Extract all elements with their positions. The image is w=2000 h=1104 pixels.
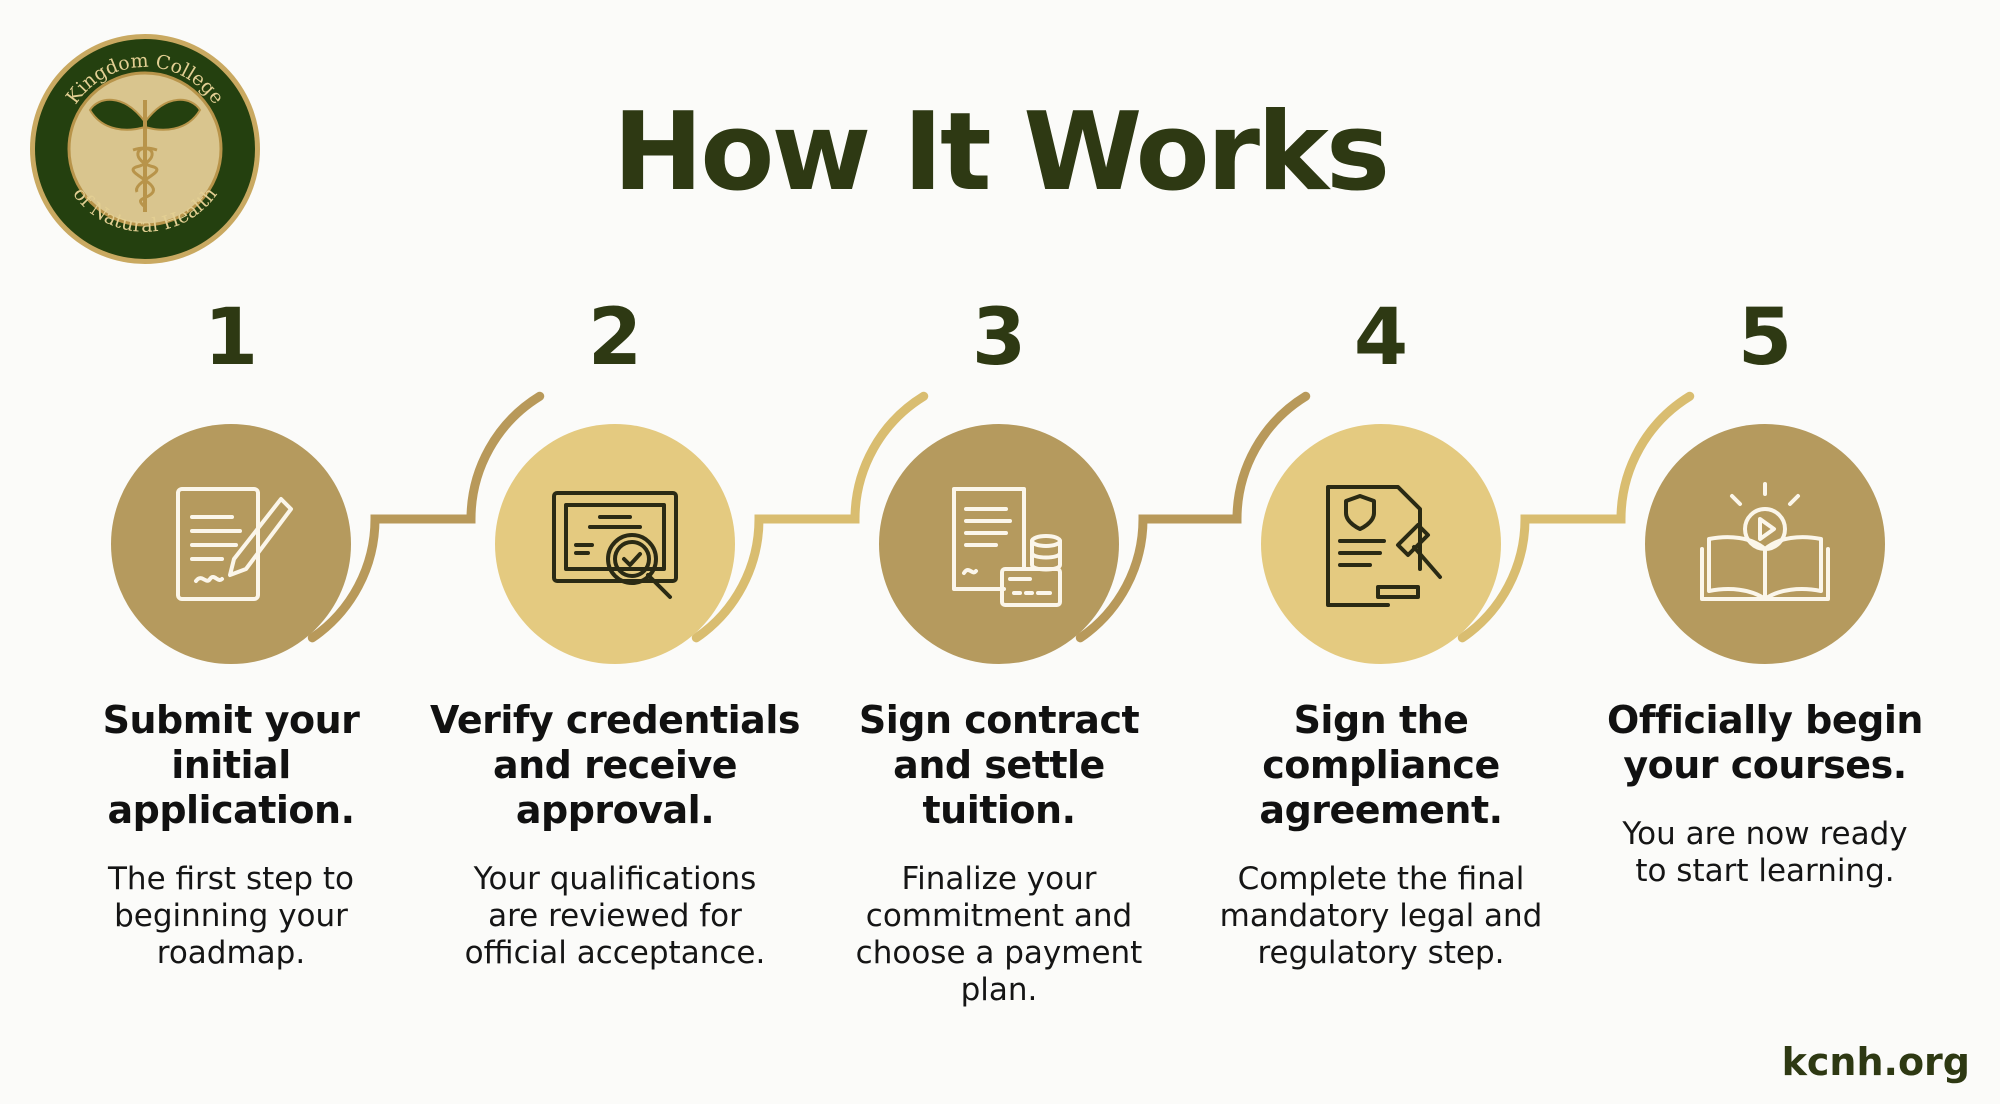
contract-payment-icon [952,487,1062,607]
step-5: 5 Officially begin your courses. You are… [1575,290,1955,890]
step-number: 3 [971,293,1027,383]
step-heading: Verify credentials and receive approval. [430,698,800,832]
step-icon-circle [495,424,735,664]
step-heading: Sign contract and settle tuition. [858,698,1140,832]
step-heading: Submit your initial application. [102,698,360,832]
step-1: 1 Submit your initial application. The f… [41,290,421,972]
step-description: The first step to beginning your roadmap… [108,861,354,971]
step-description: You are now ready to start learning. [1622,816,1908,889]
step-4: 4 Sign the compliance agreement. Complet… [1191,290,1571,972]
step-number: 1 [203,293,259,383]
step-description: Finalize your commitment and choose a pa… [855,861,1143,1008]
step-number: 2 [587,293,643,383]
step-number: 4 [1353,293,1409,383]
step-icon-circle [111,424,351,664]
step-icon-circle [1261,424,1501,664]
step-2: 2 Verify credentials and receive approva… [425,290,805,972]
college-logo: Kingdom College of Natural Health [30,34,260,264]
step-icon-circle [879,424,1119,664]
step-icon-circle [1645,424,1885,664]
website-url: kcnh.org [1781,1040,1970,1084]
page-title: How It Works [612,90,1390,215]
step-3: 3 Sign contract and settle tuition. Fina… [809,290,1189,1009]
step-description: Your qualifications are reviewed for off… [464,861,766,971]
connector-line [1075,391,1311,643]
certificate-magnifier-icon [552,491,678,599]
step-heading: Officially begin your courses. [1607,698,1923,787]
connector-line [691,391,929,643]
step-number: 5 [1737,293,1793,383]
document-pen-icon [176,487,293,601]
connector-line [307,391,545,643]
legal-document-gavel-icon [1326,485,1442,607]
step-description: Complete the final mandatory legal and r… [1219,861,1543,971]
open-book-play-icon [1700,482,1830,601]
connector-line [1457,391,1695,643]
step-heading: Sign the compliance agreement. [1259,698,1503,832]
